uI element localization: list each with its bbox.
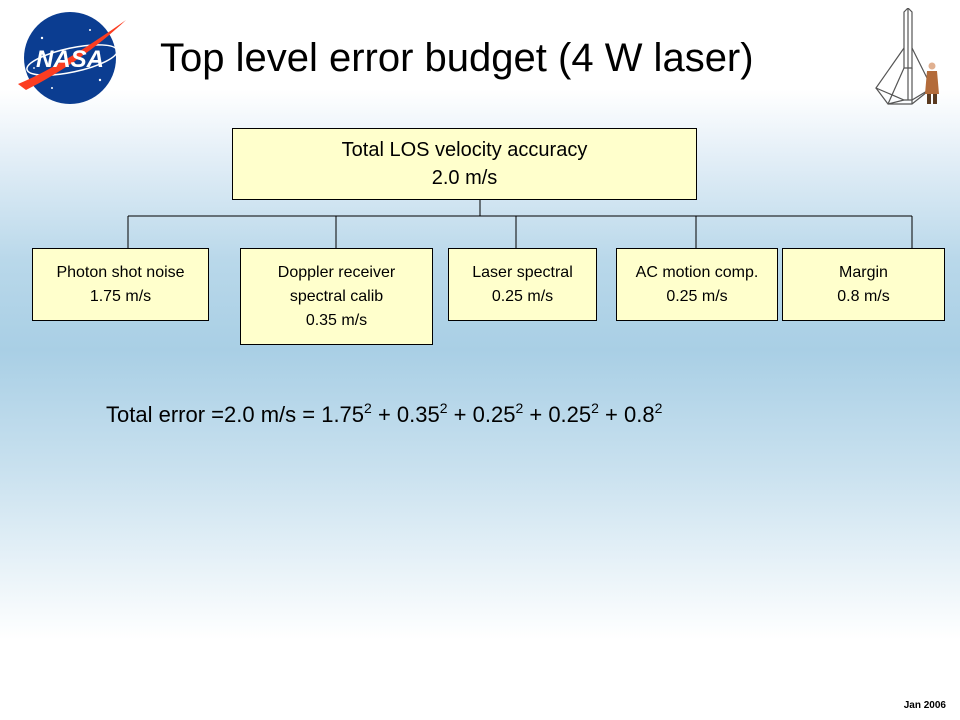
slide-date-footer: Jan 2006 — [903, 700, 946, 711]
term-exponent: 2 — [591, 400, 599, 416]
box-label-2: spectral calib — [289, 287, 384, 305]
plus-sign: + — [523, 402, 549, 427]
slide-title: Top level error budget (4 W laser) — [160, 36, 754, 80]
plus-sign: + — [371, 402, 397, 427]
equation-prefix: Total error =2.0 m/s = — [106, 402, 322, 427]
box-value: 0.25 m/s — [666, 287, 728, 305]
term-exponent: 2 — [439, 400, 448, 416]
root-box-total-los-velocity: Total LOS velocity accuracy 2.0 m/s — [232, 128, 697, 200]
total-error-equation: Total error =2.0 m/s = 1.752 + 0.352 + 0… — [106, 400, 663, 428]
box-doppler-receiver: Doppler receiver spectral calib 0.35 m/s — [240, 248, 433, 345]
box-value: 0.35 m/s — [305, 311, 368, 329]
box-value: 0.8 m/s — [837, 287, 890, 305]
box-margin: Margin 0.8 m/s — [782, 248, 945, 321]
nasa-logo-text: NASA — [36, 46, 104, 73]
plus-sign: + — [598, 402, 625, 427]
box-ac-motion-comp: AC motion comp. 0.25 m/s — [616, 248, 778, 321]
box-label: Laser spectral — [472, 263, 573, 281]
box-value: 1.75 m/s — [89, 287, 152, 305]
term-exponent: 2 — [654, 400, 663, 416]
root-box-label: Total LOS velocity accuracy — [341, 139, 588, 161]
box-value: 0.25 m/s — [491, 287, 554, 305]
term-base: 0.8 — [624, 402, 655, 427]
plus-sign: + — [447, 402, 473, 427]
term-base: 1.75 — [321, 402, 365, 427]
term-base: 0.25 — [472, 402, 516, 427]
box-label: AC motion comp. — [635, 263, 759, 281]
root-box-value: 2.0 m/s — [431, 167, 498, 189]
box-laser-spectral: Laser spectral 0.25 m/s — [448, 248, 597, 321]
term-exponent: 2 — [364, 400, 372, 416]
nasa-meatball-logo: NASA — [18, 12, 126, 104]
term-base: 0.25 — [548, 402, 592, 427]
box-label: Photon shot noise — [56, 263, 185, 281]
box-label: Doppler receiver — [277, 263, 396, 281]
box-photon-shot-noise: Photon shot noise 1.75 m/s — [32, 248, 209, 321]
rocket-with-man-icon — [875, 8, 939, 105]
box-label: Margin — [839, 263, 888, 281]
term-base: 0.35 — [396, 402, 440, 427]
term-exponent: 2 — [515, 400, 524, 416]
